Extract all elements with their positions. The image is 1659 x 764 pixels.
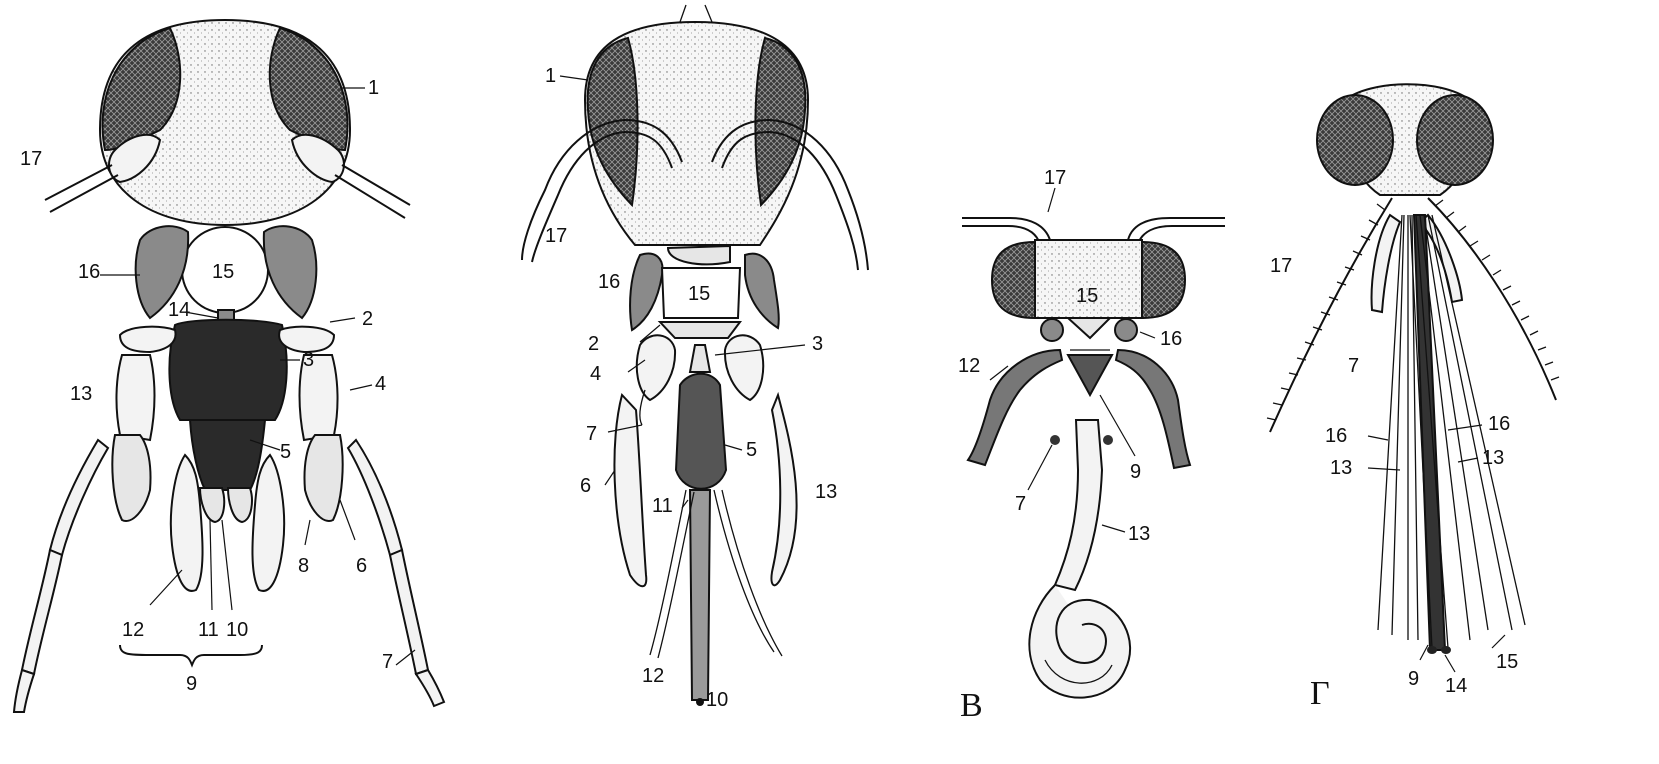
label-b-10: 10 (706, 689, 728, 711)
panel-letter-c: В (960, 687, 983, 724)
label-c-12: 12 (958, 355, 980, 377)
label-c-17: 17 (1044, 167, 1066, 189)
label-b-4: 4 (590, 363, 601, 385)
panel-b: 1 2 3 4 5 6 7 10 11 12 13 15 16 17 (522, 5, 868, 711)
label-b-5: 5 (746, 439, 757, 461)
label-c-9: 9 (1130, 461, 1141, 483)
label-a-4: 4 (375, 373, 386, 395)
label-b-15: 15 (688, 283, 710, 305)
label-a-3: 3 (303, 349, 314, 371)
label-a-13: 13 (70, 383, 92, 405)
label-d-17: 17 (1270, 255, 1292, 277)
label-d-9: 9 (1408, 668, 1419, 690)
label-a-6: 6 (356, 555, 367, 577)
label-d-13-right: 13 (1482, 447, 1504, 469)
label-c-16: 16 (1160, 328, 1182, 350)
label-c-15: 15 (1076, 285, 1098, 307)
label-b-16: 16 (598, 271, 620, 293)
label-b-7: 7 (586, 423, 597, 445)
label-c-13: 13 (1128, 523, 1150, 545)
label-b-3: 3 (812, 333, 823, 355)
panel-c: 17 15 16 12 9 7 13 В (958, 167, 1225, 724)
label-b-2: 2 (588, 333, 599, 355)
label-a-10: 10 (226, 619, 248, 641)
label-b-13: 13 (815, 481, 837, 503)
panel-a: 1 2 3 4 5 6 7 8 9 10 11 12 13 14 15 16 1… (14, 20, 444, 712)
label-b-1: 1 (545, 65, 556, 87)
label-c-7: 7 (1015, 493, 1026, 515)
label-a-14: 14 (168, 299, 190, 321)
label-a-12: 12 (122, 619, 144, 641)
label-d-15: 15 (1496, 651, 1518, 673)
label-a-15: 15 (212, 261, 234, 283)
label-a-17: 17 (20, 148, 42, 170)
label-a-7: 7 (382, 651, 393, 673)
label-b-11: 11 (652, 495, 673, 517)
label-d-13-left: 13 (1330, 457, 1352, 479)
panel-d: 17 7 16 13 16 13 9 14 15 Г (1267, 84, 1559, 712)
label-b-17: 17 (545, 225, 567, 247)
label-a-11: 11 (198, 619, 219, 641)
label-a-1: 1 (368, 77, 379, 99)
label-a-9: 9 (186, 673, 197, 695)
label-a-5: 5 (280, 441, 291, 463)
label-a-16: 16 (78, 261, 100, 283)
label-d-14: 14 (1445, 675, 1467, 697)
label-d-16-right: 16 (1488, 413, 1510, 435)
label-d-7: 7 (1348, 355, 1359, 377)
label-b-6: 6 (580, 475, 591, 497)
label-d-16-left: 16 (1325, 425, 1347, 447)
label-a-2: 2 (362, 308, 373, 330)
label-b-12: 12 (642, 665, 664, 687)
panel-letter-d: Г (1310, 675, 1330, 712)
label-a-8: 8 (298, 555, 309, 577)
